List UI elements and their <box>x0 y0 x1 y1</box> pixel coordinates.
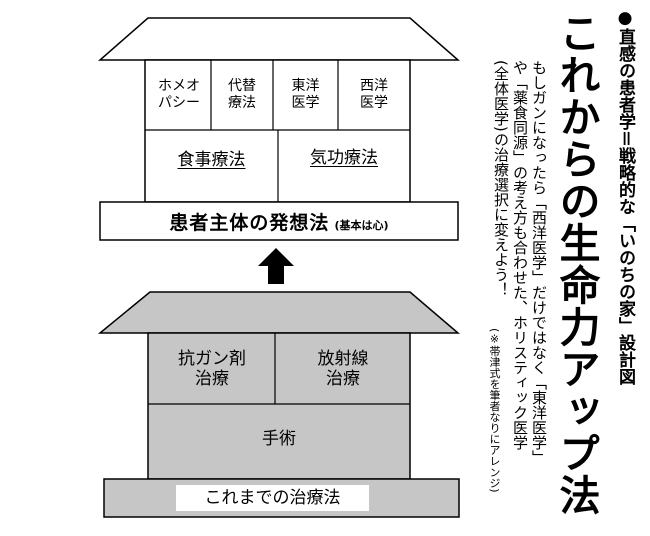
main-title: これからの生命力アップ法 <box>552 12 600 516</box>
subtitle: ●直感の患者学＝戦略的な「いのちの家」設計図 <box>615 8 635 385</box>
lower-body <box>147 332 411 480</box>
upper-foundation-box <box>99 201 459 241</box>
upper-roof <box>98 17 460 61</box>
room-western-medicine-label: 西洋 医学 <box>360 78 388 111</box>
up-arrow <box>258 248 294 284</box>
room-alternative-therapy-label: 代替 療法 <box>228 78 256 111</box>
patient-centered-label: 患者主体の発想法 <box>169 212 330 234</box>
lower-foundation-label: これまでの治療法 <box>204 488 341 508</box>
note-text: (※帯津式を筆者なりにアレンジ) <box>488 328 501 493</box>
body-text-column-1: もしガンになったら「西洋医学」だけではなく「東洋医学」 <box>530 60 548 465</box>
room-homeopathy-label: ホメオ パシー <box>158 78 200 111</box>
room-qigong-therapy-label: 気功療法 <box>310 148 378 168</box>
room-chemotherapy-label: 抗ガン剤 治療 <box>178 349 246 389</box>
lower-foundation-label-bg <box>176 485 369 511</box>
room-eastern-medicine-label: 東洋 医学 <box>291 78 320 111</box>
lower-roof <box>97 291 461 334</box>
upper-foundation-label: 患者主体の発想法 (基本は心) <box>100 208 458 235</box>
room-radiation-therapy-label: 放射線 治療 <box>317 349 369 389</box>
foundation-note: (基本は心) <box>334 219 389 232</box>
room-diet-therapy-label: 食事療法 <box>177 150 246 170</box>
body-text-column-2: や「薬食同源」の考え方も合わせた、ホリスティック医学 <box>511 60 529 450</box>
room-surgery-label: 手術 <box>262 429 296 449</box>
body-text-column-3: (全体医学)の治療選択に変えよう！ <box>492 60 510 297</box>
